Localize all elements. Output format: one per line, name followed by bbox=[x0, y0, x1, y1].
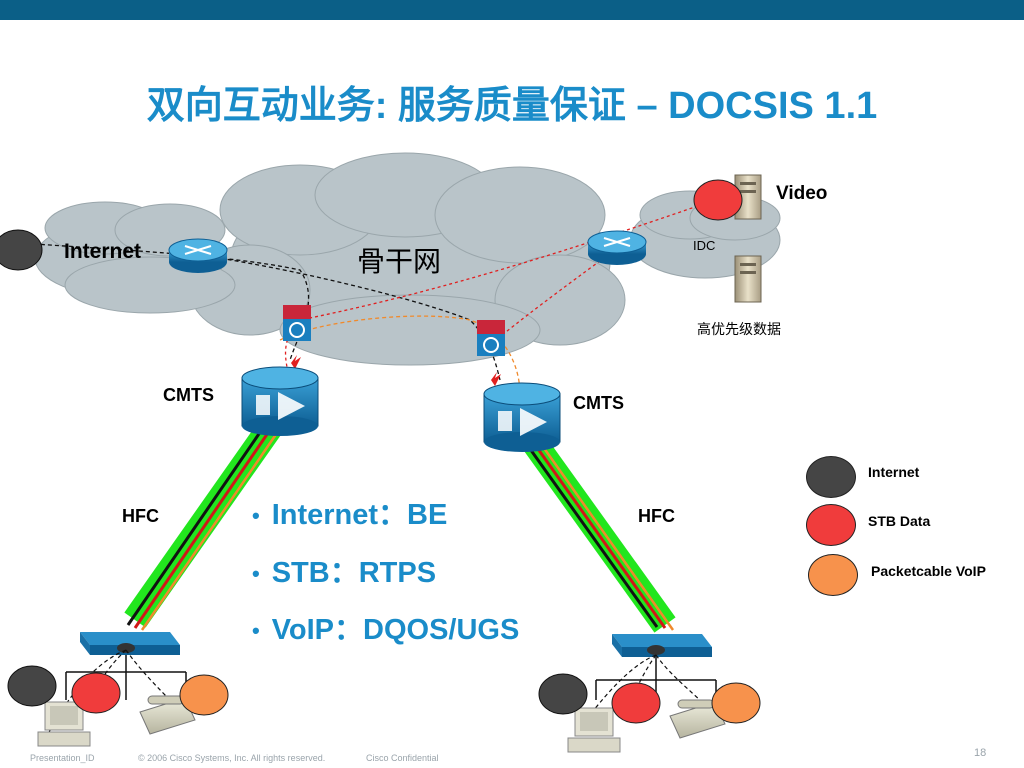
left-edge-switch-icon bbox=[283, 305, 311, 369]
legend-internet-label: Internet bbox=[868, 464, 920, 480]
home-wiring-left bbox=[65, 655, 187, 700]
bullet-voip: •VoIP：DQOS/UGS bbox=[252, 614, 520, 646]
backbone-label: 骨干网 bbox=[357, 246, 442, 277]
internet-source-circle bbox=[0, 229, 43, 271]
cable-modem-left-icon bbox=[80, 632, 180, 655]
footer-confidential: Cisco Confidential bbox=[366, 753, 439, 763]
internet-cloud-label: Internet bbox=[64, 240, 142, 263]
stb-path bbox=[284, 199, 716, 381]
video-label: Video bbox=[776, 183, 828, 204]
hfc-left-label: HFC bbox=[122, 506, 159, 526]
page-number: 18 bbox=[974, 747, 987, 759]
phone-left-icon bbox=[139, 695, 196, 735]
right-voip-circle bbox=[711, 682, 761, 724]
bullet-voip-text: VoIP：DQOS/UGS bbox=[271, 614, 520, 646]
idc-label: IDC bbox=[693, 238, 716, 253]
bullet-stb-text: STB：RTPS bbox=[271, 557, 437, 589]
legend-voip-swatch bbox=[808, 554, 858, 596]
idc-router-icon bbox=[587, 230, 647, 265]
left-stb-circle bbox=[71, 672, 121, 714]
bullet-stb: •STB：RTPS bbox=[252, 557, 437, 589]
right-edge-switch-icon bbox=[477, 320, 505, 386]
left-internet-circle bbox=[7, 665, 57, 707]
backbone-cloud bbox=[189, 152, 626, 366]
internet-cloud bbox=[34, 201, 236, 314]
home-wiring-right bbox=[595, 657, 717, 700]
cable-modem-right-icon bbox=[612, 634, 712, 657]
pc-right-icon bbox=[567, 707, 621, 753]
cmts-right-icon bbox=[483, 382, 561, 452]
legend-stb-swatch bbox=[806, 504, 856, 546]
right-stb-circle bbox=[611, 682, 661, 724]
bullet-internet: •Internet：BE bbox=[252, 499, 448, 531]
legend-stb-label: STB Data bbox=[868, 513, 931, 529]
video-source-circle bbox=[693, 179, 743, 221]
top-banner bbox=[0, 0, 1024, 20]
hfc-right-line bbox=[514, 422, 676, 633]
cmts-left-label: CMTS bbox=[163, 385, 214, 405]
high-priority-label: 高优先级数据 bbox=[697, 321, 781, 337]
right-internet-circle bbox=[538, 673, 588, 715]
internet-router-icon bbox=[168, 238, 228, 273]
data-server-icon bbox=[734, 255, 762, 303]
voip-path bbox=[279, 315, 521, 396]
hfc-right-label: HFC bbox=[638, 506, 675, 526]
bullet-internet-text: Internet：BE bbox=[271, 499, 448, 531]
slide-title: 双向互动业务: 服务质量保证 – DOCSIS 1.1 bbox=[146, 85, 878, 127]
cmts-left-icon bbox=[241, 366, 319, 436]
cmts-right-label: CMTS bbox=[573, 393, 624, 413]
pc-left-icon bbox=[37, 701, 91, 747]
legend-internet-swatch bbox=[806, 456, 856, 498]
footer-copyright: © 2006 Cisco Systems, Inc. All rights re… bbox=[138, 753, 326, 763]
legend-voip-label: Packetcable VoIP bbox=[871, 563, 986, 579]
footer-presentation-id: Presentation_ID bbox=[30, 753, 95, 763]
hfc-left-line bbox=[124, 417, 283, 631]
left-voip-circle bbox=[179, 674, 229, 716]
